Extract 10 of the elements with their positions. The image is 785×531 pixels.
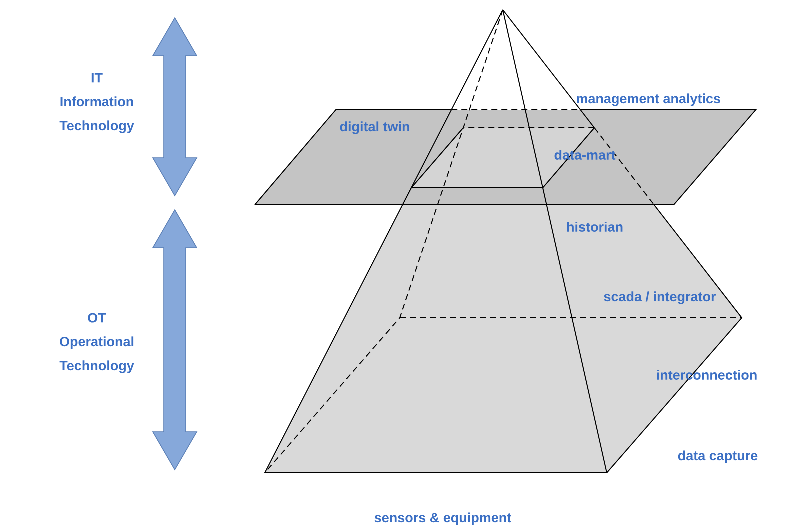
layer-label: Information Technology (60, 96, 134, 134)
layer-label: management analytics (577, 94, 720, 106)
layer-label: scada / integrator (604, 292, 716, 304)
layer-label: historian (567, 222, 623, 232)
layer-label: digital twin (340, 122, 410, 134)
layer-label: data capture (678, 450, 758, 464)
layer-label: Operational Technology (60, 336, 134, 374)
layer-label: IT (92, 73, 103, 83)
layer-label: OT (88, 313, 106, 323)
layer-label: sensors & equipment (374, 512, 512, 526)
